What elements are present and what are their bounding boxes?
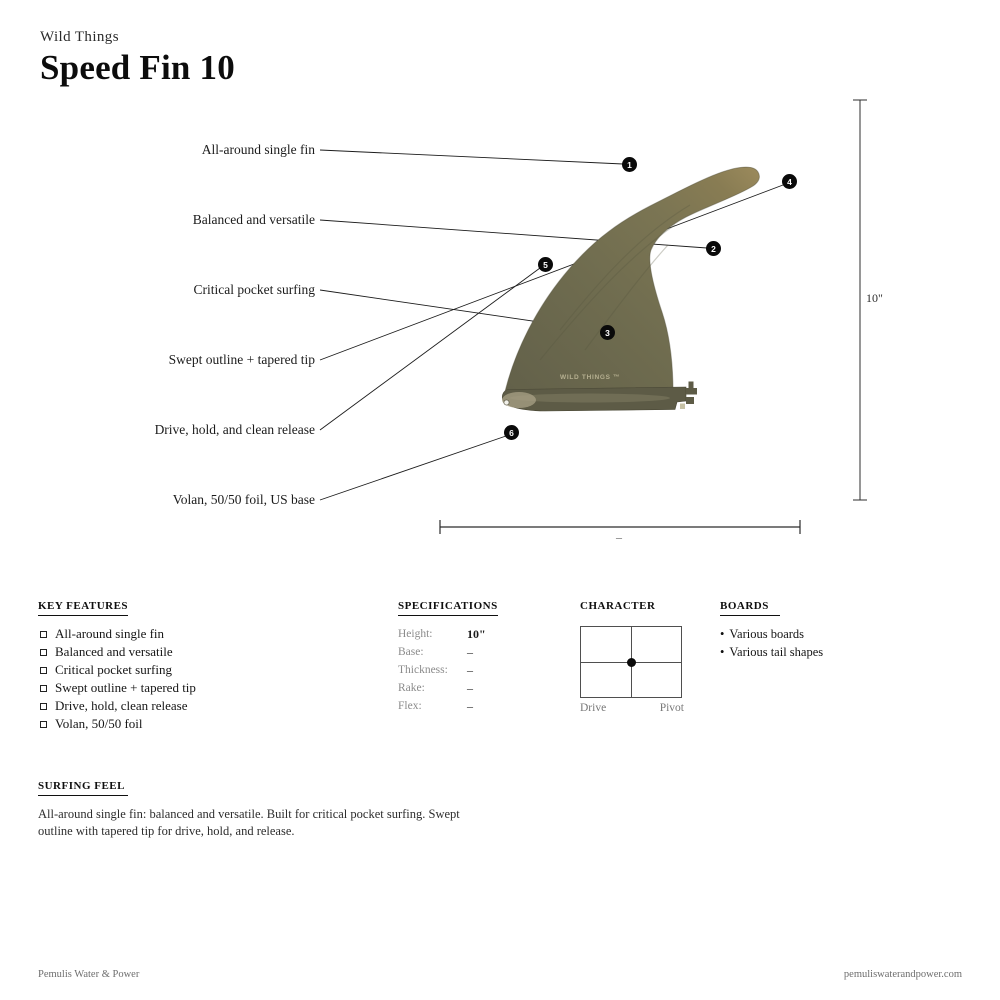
character-axis-labels: Drive Pivot <box>580 702 684 714</box>
callout-line-4 <box>319 184 784 361</box>
feature-text: Balanced and versatile <box>55 644 173 659</box>
callout-label-6: Volan, 50/50 foil, US base <box>172 492 315 507</box>
callout-line-1 <box>319 149 624 165</box>
fin-blade <box>503 166 760 397</box>
table-row: Base: – <box>398 643 568 661</box>
height-dimension-label: 10" <box>866 291 883 305</box>
spec-value: 10" <box>467 627 486 641</box>
bullet-icon: • <box>720 645 725 659</box>
square-bullet-icon <box>40 685 47 692</box>
table-row: Thickness: – <box>398 661 568 679</box>
axis-label-pivot: Pivot <box>659 702 684 714</box>
footer-company: Pemulis Water & Power <box>38 969 140 980</box>
surfing-feel-body: All-around single fin: balanced and vers… <box>38 807 460 838</box>
footer-website: pemuliswaterandpower.com <box>843 969 962 980</box>
table-row: Flex: – <box>398 697 568 715</box>
fin-texture <box>539 204 691 361</box>
list-item: • Various boards <box>720 625 920 643</box>
callout-marker-4: 4 <box>782 174 797 189</box>
feature-text: Swept outline + tapered tip <box>55 680 196 695</box>
table-row: Height: 10" <box>398 625 568 643</box>
character-point <box>626 657 636 667</box>
table-row: Rake: – <box>398 679 568 697</box>
square-bullet-icon <box>40 649 47 656</box>
feature-text: Critical pocket surfing <box>55 662 172 677</box>
callout-label-2: Balanced and versatile <box>192 212 315 227</box>
character-quadrant-chart <box>580 626 682 698</box>
character-heading: CHARACTER <box>580 600 656 612</box>
base-dimension <box>439 520 801 534</box>
spec-label: Rake: <box>398 682 425 694</box>
board-text: Various boards <box>729 627 805 641</box>
fin-illustration <box>502 166 760 412</box>
spec-label: Thickness: <box>398 664 448 676</box>
spec-value: – <box>467 681 473 695</box>
list-item: Critical pocket surfing <box>38 661 358 679</box>
key-features-section: KEY FEATURES All-around single fin Balan… <box>38 596 358 733</box>
boards-section: BOARDS • Various boards • Various tail sha… <box>720 596 920 661</box>
base-wear-streak <box>510 393 670 403</box>
feature-text: All-around single fin <box>55 626 165 641</box>
fin-diagram-svg <box>319 99 867 534</box>
feature-text: Drive, hold, clean release <box>55 698 188 713</box>
callout-marker-1: 1 <box>622 157 637 172</box>
pivot-hole <box>503 399 510 406</box>
list-item: Swept outline + tapered tip <box>38 679 358 697</box>
callout-label-1: All-around single fin <box>201 142 315 157</box>
list-item: • Various tail shapes <box>720 643 920 661</box>
specifications-heading: SPECIFICATIONS <box>398 600 498 616</box>
callout-marker-6: 6 <box>504 425 519 440</box>
list-item: All-around single fin <box>38 625 358 643</box>
callout-label-5: Drive, hold, and clean release <box>154 422 315 437</box>
boards-list: • Various boards • Various tail shapes <box>720 625 920 661</box>
surfing-feel-section: SURFING FEEL All-around single fin: bala… <box>38 776 508 839</box>
key-features-list: All-around single fin Balanced and versa… <box>38 625 358 733</box>
callout-label-3: Critical pocket surfing <box>193 282 315 297</box>
specifications-table: Height: 10" Base: – Thickness: – Rake: – Fle… <box>398 625 568 715</box>
spec-label: Flex: <box>398 700 422 712</box>
board-text: Various tail shapes <box>729 645 824 659</box>
base-nose-patch <box>502 392 536 408</box>
feature-text: Volan, 50/50 foil <box>55 716 143 731</box>
callout-marker-3: 3 <box>600 325 615 340</box>
spec-label: Base: <box>398 646 424 658</box>
fin-box-tab <box>686 381 697 404</box>
callout-marker-2: 2 <box>706 241 721 256</box>
callout-line-6 <box>319 435 507 501</box>
height-dimension <box>853 99 867 501</box>
callout-label-4: Swept outline + tapered tip <box>168 352 315 367</box>
surfing-feel-heading: SURFING FEEL <box>38 780 128 796</box>
character-section: CHARACTER Drive Pivot <box>580 596 700 714</box>
spec-value: – <box>467 699 473 713</box>
page-footer: Pemulis Water & Power pemuliswaterandpow… <box>38 969 962 980</box>
masthead: Wild Things Speed Fin 10 <box>40 29 235 86</box>
spec-value: – <box>467 663 473 677</box>
specifications-section: SPECIFICATIONS Height: 10" Base: – Thickne… <box>398 596 568 715</box>
spec-value: – <box>467 645 473 659</box>
list-item: Drive, hold, clean release <box>38 697 358 715</box>
list-item: Balanced and versatile <box>38 643 358 661</box>
page-title: Speed Fin 10 <box>40 48 235 87</box>
boards-heading: BOARDS <box>720 600 780 616</box>
base-dimension-label: – <box>616 530 622 544</box>
square-bullet-icon <box>40 667 47 674</box>
spec-label: Height: <box>398 628 433 640</box>
square-bullet-icon <box>40 703 47 710</box>
callout-line-5 <box>319 267 541 431</box>
key-features-heading: KEY FEATURES <box>38 600 129 616</box>
square-bullet-icon <box>40 721 47 728</box>
fin-logo-text: WILD THINGS ™ <box>560 374 621 381</box>
fin-diagram: WILD THINGS ™ All-around single fin Bala… <box>154 99 883 544</box>
square-bullet-icon <box>40 631 47 638</box>
bullet-icon: • <box>720 627 725 641</box>
brand-name: Wild Things <box>40 29 119 45</box>
tab-highlight <box>680 403 685 409</box>
axis-label-drive: Drive <box>580 702 607 714</box>
list-item: Volan, 50/50 foil <box>38 715 358 733</box>
callout-marker-5: 5 <box>538 257 553 272</box>
